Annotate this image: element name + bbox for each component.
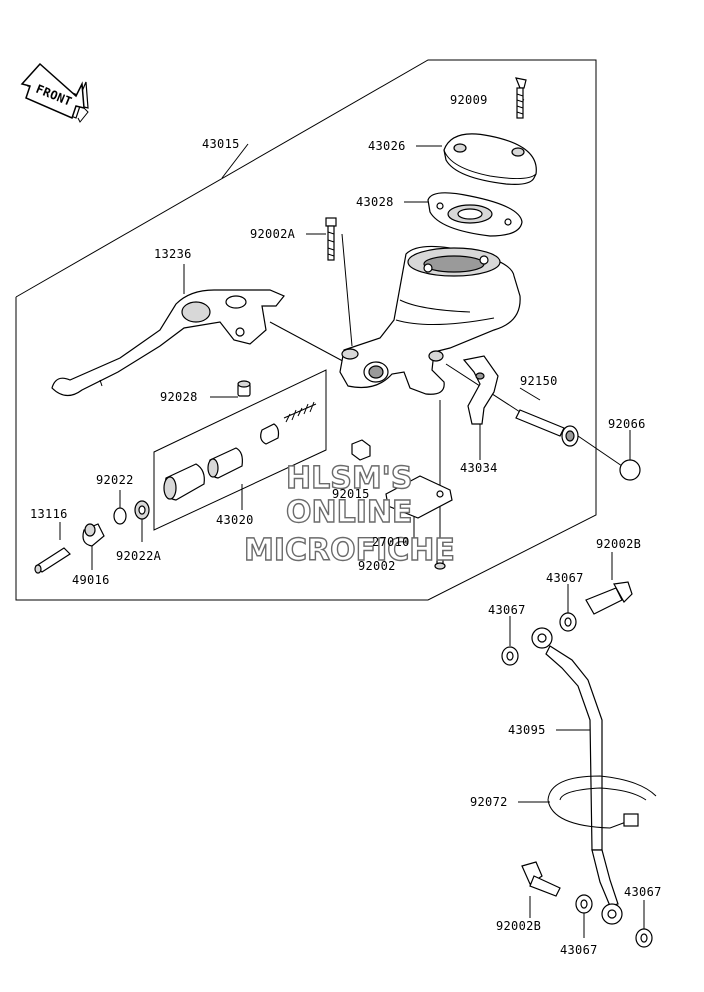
diaphragm-43028 [427,192,523,237]
label-13236: 13236 [154,247,192,261]
label-43067-a: 43067 [488,603,526,617]
push-rod-13116 [34,547,71,574]
label-49016: 49016 [72,573,110,587]
washer-43067-b [559,612,577,632]
watermark-line-1: HLSM'S [286,461,412,496]
washer-43067-c [575,894,593,914]
nut-92015 [351,439,371,461]
screw-92002A [325,217,337,261]
label-92022: 92022 [96,473,134,487]
label-43020: 43020 [216,513,254,527]
front-arrow-icon: FRONT [20,62,89,123]
pin-92028 [237,380,251,397]
label-92002B-top: 92002B [596,537,641,551]
label-43067-b: 43067 [546,571,584,585]
label-43067-c: 43067 [560,943,598,957]
label-43095: 43095 [508,723,546,737]
label-92150: 92150 [520,374,558,388]
label-92002: 92002 [358,559,396,573]
label-92066: 92066 [608,417,646,431]
watermark-line-3: MICROFICHE [244,533,455,568]
assembly-outline [15,59,597,601]
boot-49016 [82,523,105,547]
label-92002B-bottom: 92002B [496,919,541,933]
label-92002A: 92002A [250,227,296,241]
label-43015: 43015 [202,137,240,151]
piston-kit-box [153,369,327,531]
watermark-line-2: ONLINE [286,495,413,530]
leader-lines [59,97,645,938]
switch-27010 [385,475,453,519]
brake-hose-43095 [531,627,623,925]
label-13116: 13116 [30,507,68,521]
label-92072: 92072 [470,795,508,809]
label-92015: 92015 [332,487,370,501]
clamp-band-92072 [547,775,657,829]
part-labels: 43015 92009 43026 43028 92002A 13236 920… [30,93,662,957]
lever-13236 [51,289,285,397]
label-43034: 43034 [460,461,498,475]
banjo-bolt-92002B-bottom [521,861,561,897]
label-27010: 27010 [372,535,410,549]
circlip-92022 [113,500,150,525]
label-43028: 43028 [356,195,394,209]
bolt-92150 [515,409,579,447]
washer-43067-d [635,928,653,948]
banjo-bolt-92002B-top [585,581,633,615]
watermark: HLSM'S ONLINE MICROFICHE [243,460,455,568]
washer-43067-a [501,646,519,666]
clamp-43034 [462,355,499,425]
reservoir-cap-43026 [443,133,537,185]
label-92022A: 92022A [116,549,162,563]
screw-92009 [515,77,527,119]
label-43067-d: 43067 [624,885,662,899]
cap-92066 [619,459,641,481]
screw-92002 [434,539,446,570]
piston-kit-43020 [163,401,317,501]
label-92028: 92028 [160,390,198,404]
label-92009: 92009 [450,93,488,107]
label-43026: 43026 [368,139,406,153]
master-cylinder-body [339,245,521,395]
